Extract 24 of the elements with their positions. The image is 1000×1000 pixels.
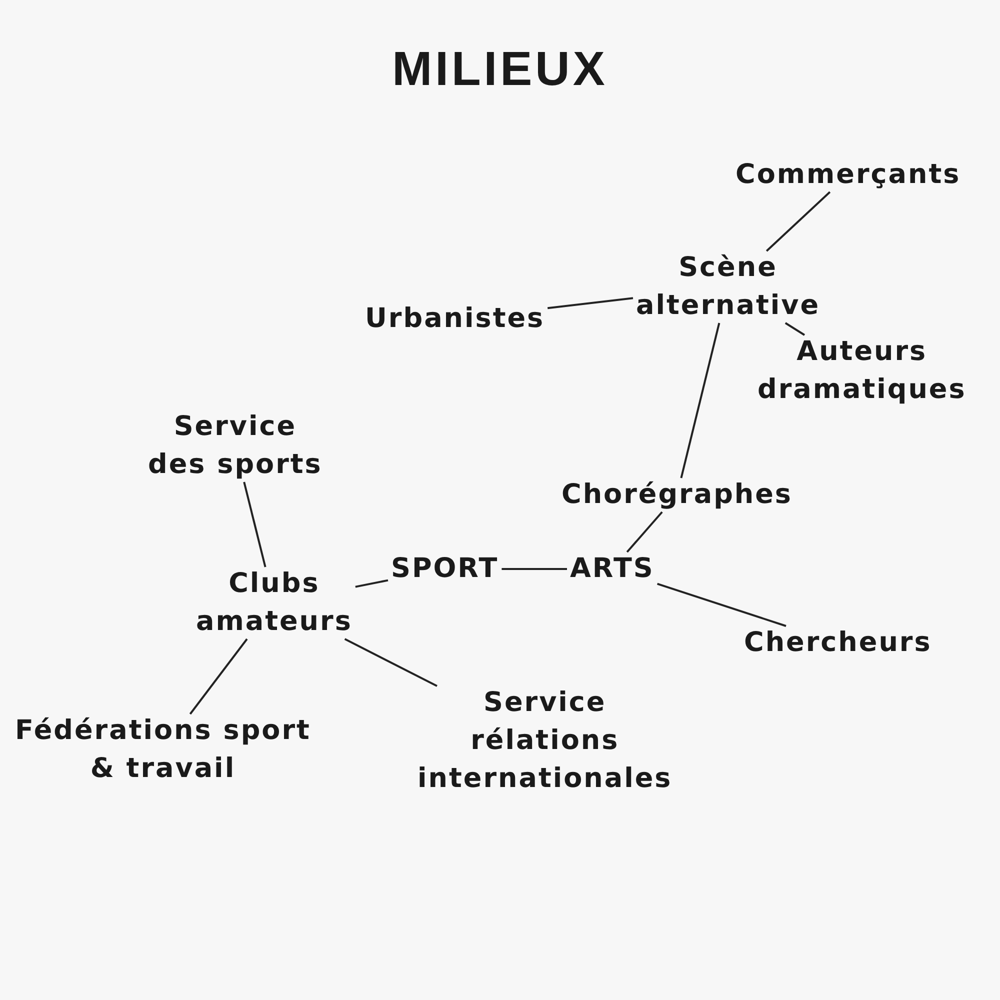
node-label: Service rélations internationales (418, 684, 672, 798)
connector-line (784, 322, 806, 336)
connector-line (355, 579, 388, 588)
connector-line (626, 511, 663, 553)
node-label: ARTS (570, 550, 654, 588)
node-label: Clubs amateurs (196, 565, 352, 641)
node-label: Scène alternative (636, 249, 820, 325)
diagram-title: MILIEUX (391, 42, 609, 97)
connector-line (344, 638, 438, 687)
node-label: Urbanistes (365, 300, 545, 338)
connector-line (656, 582, 786, 627)
connector-line (680, 322, 720, 478)
connector-line (547, 297, 634, 310)
connector-line (189, 638, 248, 715)
node-label: Chercheurs (744, 624, 932, 662)
node-label: Commerçants (736, 156, 961, 194)
node-label: Service des sports (148, 408, 322, 484)
connector-line (502, 568, 567, 570)
node-label: SPORT (391, 550, 499, 588)
node-label: Chorégraphes (562, 476, 793, 514)
node-label: Auteurs dramatiques (758, 333, 966, 409)
connector-line (766, 191, 831, 252)
node-label: Fédérations sport & travail (15, 712, 311, 788)
connector-line (243, 482, 266, 568)
